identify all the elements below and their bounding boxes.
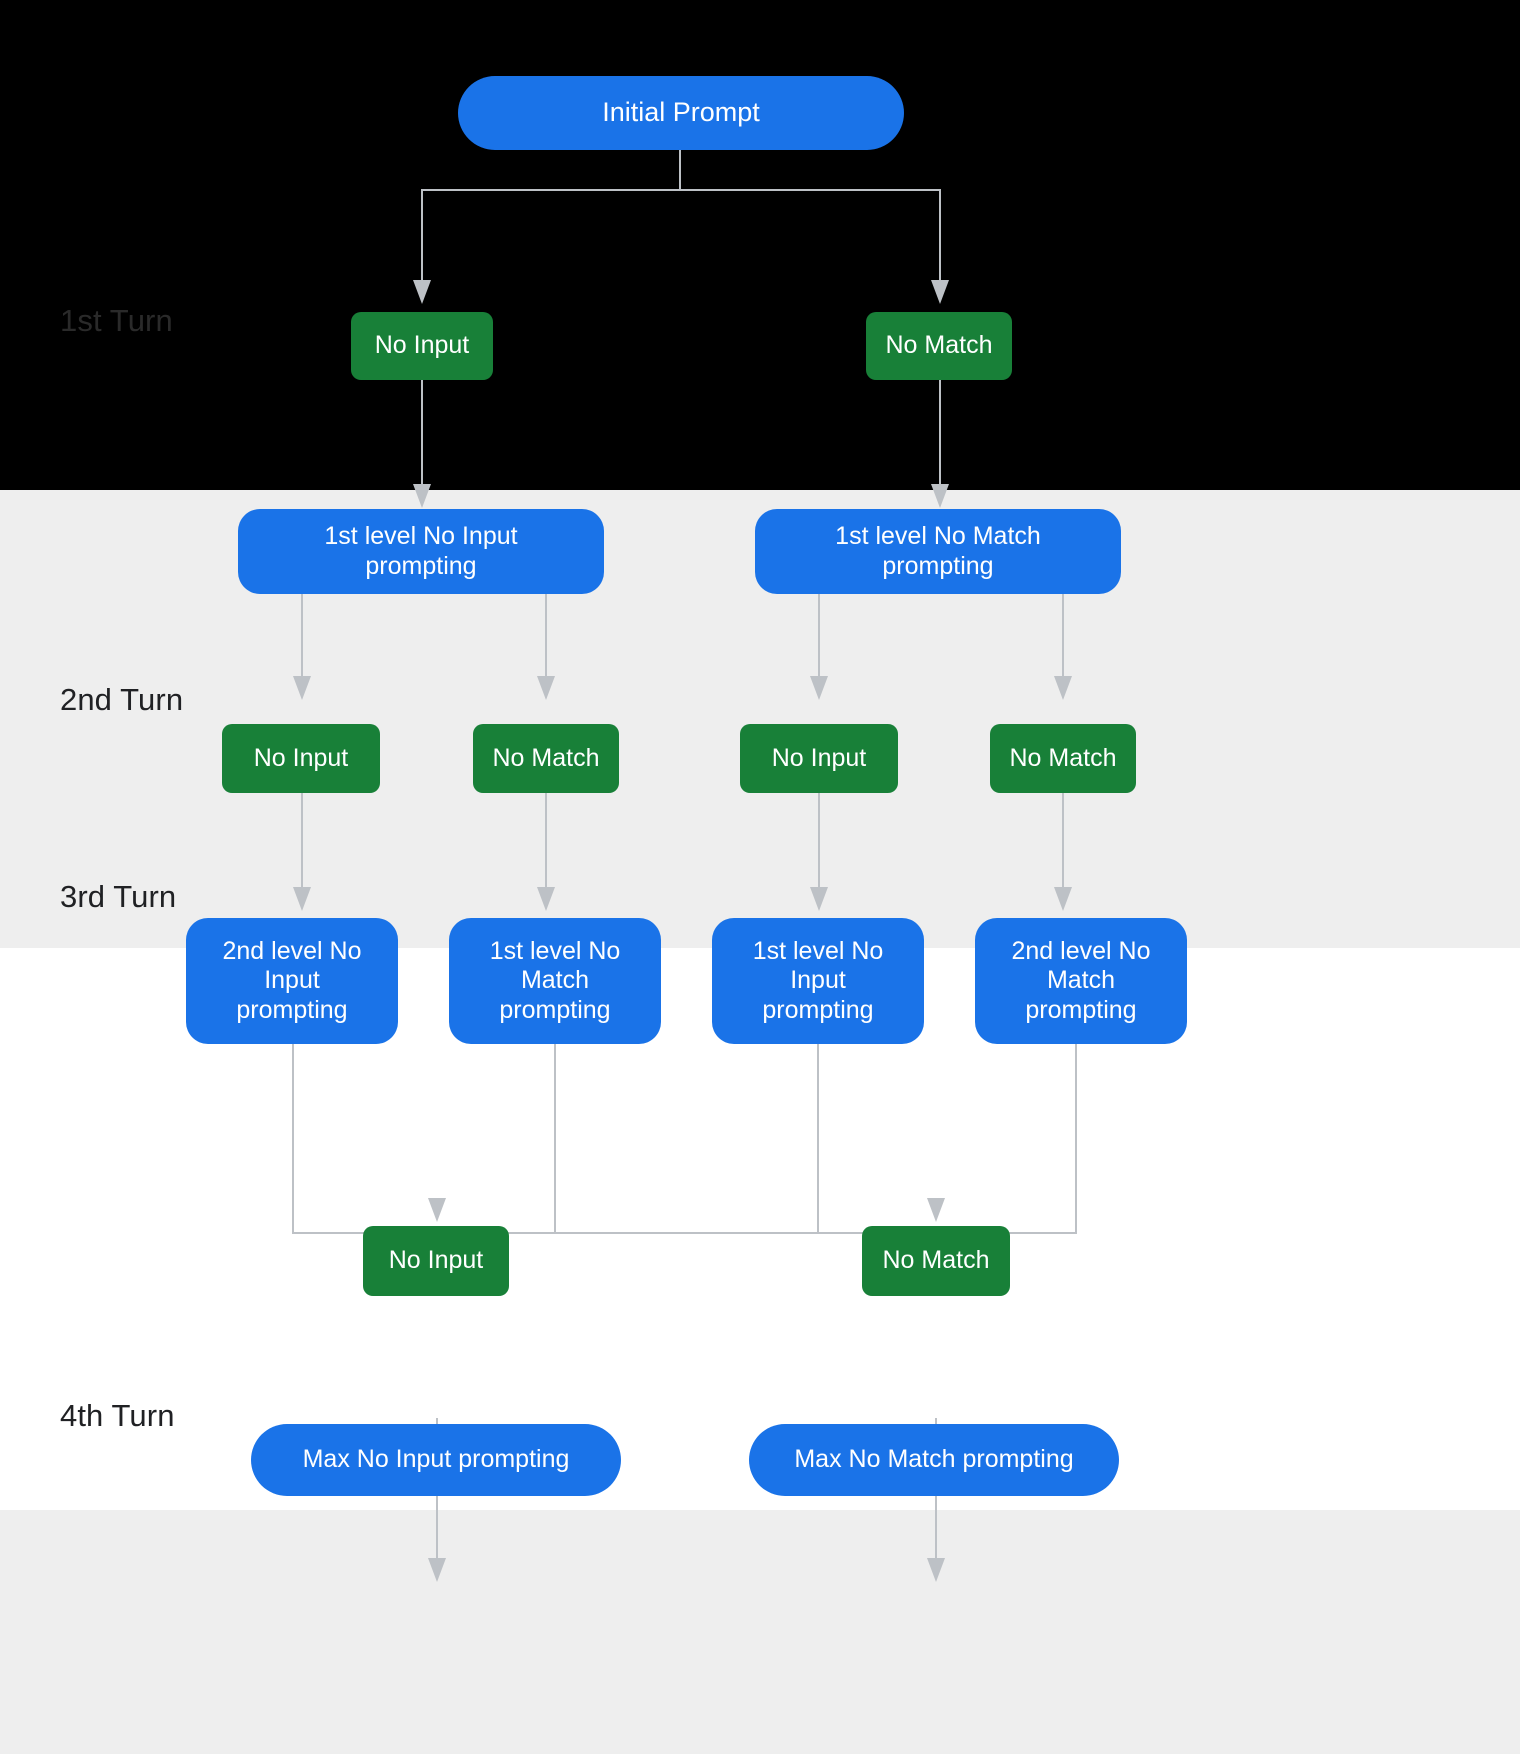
node-t2-prompt-left-line2: prompting bbox=[365, 551, 477, 580]
arrowhead-merge-to-no-input bbox=[428, 1198, 446, 1222]
arrowhead-t2-no-match-a-down bbox=[537, 887, 555, 911]
node-t3-prompt-3[interactable]: 1st level No Input prompting bbox=[712, 918, 924, 1044]
connector-t3-prompt-4-down bbox=[1075, 1044, 1077, 1233]
connector-t3-prompt-1-down bbox=[292, 1044, 294, 1233]
connector-t2-no-input-b-down bbox=[818, 793, 820, 887]
arrowhead-merge-to-no-match bbox=[927, 1198, 945, 1222]
node-t3-no-input[interactable]: No Input bbox=[363, 1226, 509, 1296]
node-t3-prompt-4-line3: prompting bbox=[1025, 995, 1137, 1024]
connector-t2-no-match-b-down bbox=[1062, 793, 1064, 887]
connector-t3-prompt-2-down bbox=[554, 1044, 556, 1233]
connector-root-to-no-input bbox=[421, 189, 423, 280]
node-t3-prompt-1-line2: Input bbox=[264, 966, 320, 995]
node-t2-prompt-right[interactable]: 1st level No Match prompting bbox=[755, 509, 1121, 594]
arrowhead-t2-left-to-no-match bbox=[537, 676, 555, 700]
node-t2-no-match-a-label: No Match bbox=[492, 743, 600, 772]
node-initial-prompt-label: Initial Prompt bbox=[602, 97, 760, 128]
node-t2-no-input-a[interactable]: No Input bbox=[222, 724, 380, 793]
node-t4-max-no-input[interactable]: Max No Input prompting bbox=[251, 1424, 621, 1496]
node-t3-prompt-2-line3: prompting bbox=[499, 995, 611, 1024]
node-t3-prompt-4-line2: Match bbox=[1046, 966, 1116, 995]
node-t1-no-match[interactable]: No Match bbox=[866, 312, 1012, 380]
node-t1-no-input-label: No Input bbox=[374, 331, 470, 360]
node-t2-no-match-b-label: No Match bbox=[1009, 743, 1117, 772]
node-t4-max-no-match-label: Max No Match prompting bbox=[794, 1445, 1074, 1474]
node-t4-max-no-input-label: Max No Input prompting bbox=[302, 1445, 570, 1474]
node-t1-no-match-label: No Match bbox=[885, 331, 993, 360]
node-t3-prompt-1-line1: 2nd level No bbox=[222, 936, 362, 965]
connector-t2-left-to-no-input bbox=[301, 594, 303, 676]
connector-root-bus bbox=[422, 189, 940, 191]
connector-t2-left-to-no-match bbox=[545, 594, 547, 676]
arrowhead-t2-right-to-no-match bbox=[1054, 676, 1072, 700]
arrowhead-t1-no-match-down bbox=[931, 484, 949, 508]
arrowhead-root-to-no-input bbox=[413, 280, 431, 304]
arrowhead-t2-left-to-no-input bbox=[293, 676, 311, 700]
node-t3-prompt-2[interactable]: 1st level No Match prompting bbox=[449, 918, 661, 1044]
arrowhead-t1-no-input-down bbox=[413, 484, 431, 508]
turn-label-1st: 1st Turn bbox=[60, 303, 173, 338]
node-t3-prompt-3-line1: 1st level No bbox=[752, 936, 884, 965]
node-t3-prompt-2-line2: Match bbox=[520, 966, 590, 995]
node-t4-max-no-match[interactable]: Max No Match prompting bbox=[749, 1424, 1119, 1496]
node-t3-prompt-1-line3: prompting bbox=[236, 995, 348, 1024]
node-t2-no-input-b[interactable]: No Input bbox=[740, 724, 898, 793]
node-t1-no-input[interactable]: No Input bbox=[351, 312, 493, 380]
band-turn-1 bbox=[0, 0, 1520, 490]
connector-t2-no-input-a-down bbox=[301, 793, 303, 887]
band-turn-4 bbox=[0, 1510, 1520, 1754]
node-t3-no-match-label: No Match bbox=[882, 1246, 990, 1275]
node-t2-no-match-a[interactable]: No Match bbox=[473, 724, 619, 793]
node-t2-prompt-left-line1: 1st level No Input bbox=[324, 522, 518, 550]
arrowhead-t3-no-input-to-max bbox=[428, 1558, 446, 1582]
turn-label-4th: 4th Turn bbox=[60, 1398, 175, 1433]
connector-t3-prompt-3-down bbox=[817, 1044, 819, 1233]
node-t3-no-input-label: No Input bbox=[388, 1246, 484, 1275]
node-t3-prompt-3-line3: prompting bbox=[762, 995, 874, 1024]
connector-t1-no-match-down bbox=[939, 380, 941, 484]
node-t2-no-input-a-label: No Input bbox=[253, 743, 349, 772]
node-initial-prompt[interactable]: Initial Prompt bbox=[458, 76, 904, 150]
node-t3-prompt-2-line1: 1st level No bbox=[489, 936, 621, 965]
connector-t2-right-to-no-match bbox=[1062, 594, 1064, 676]
node-t2-prompt-left[interactable]: 1st level No Input prompting bbox=[238, 509, 604, 594]
node-t3-prompt-4[interactable]: 2nd level No Match prompting bbox=[975, 918, 1187, 1044]
connector-root-to-no-match bbox=[939, 189, 941, 280]
connector-t3-merge-bus bbox=[292, 1232, 1077, 1234]
node-t2-prompt-right-line2: prompting bbox=[882, 551, 994, 580]
arrowhead-t2-right-to-no-input bbox=[810, 676, 828, 700]
arrowhead-t2-no-input-a-down bbox=[293, 887, 311, 911]
node-t2-no-match-b[interactable]: No Match bbox=[990, 724, 1136, 793]
node-t2-no-input-b-label: No Input bbox=[771, 743, 867, 772]
node-t3-prompt-3-line2: Input bbox=[790, 966, 846, 995]
connector-root-stem bbox=[679, 150, 681, 190]
connector-t2-right-to-no-input bbox=[818, 594, 820, 676]
turn-label-2nd: 2nd Turn bbox=[60, 682, 184, 717]
node-t3-prompt-4-line1: 2nd level No bbox=[1011, 936, 1151, 965]
arrowhead-t2-no-input-b-down bbox=[810, 887, 828, 911]
arrowhead-root-to-no-match bbox=[931, 280, 949, 304]
arrowhead-t2-no-match-b-down bbox=[1054, 887, 1072, 911]
connector-t2-no-match-a-down bbox=[545, 793, 547, 887]
connector-t1-no-input-down bbox=[421, 380, 423, 484]
arrowhead-t3-no-match-to-max bbox=[927, 1558, 945, 1582]
node-t3-prompt-1[interactable]: 2nd level No Input prompting bbox=[186, 918, 398, 1044]
turn-label-3rd: 3rd Turn bbox=[60, 879, 177, 914]
node-t2-prompt-right-line1: 1st level No Match bbox=[835, 522, 1041, 550]
node-t3-no-match[interactable]: No Match bbox=[862, 1226, 1010, 1296]
